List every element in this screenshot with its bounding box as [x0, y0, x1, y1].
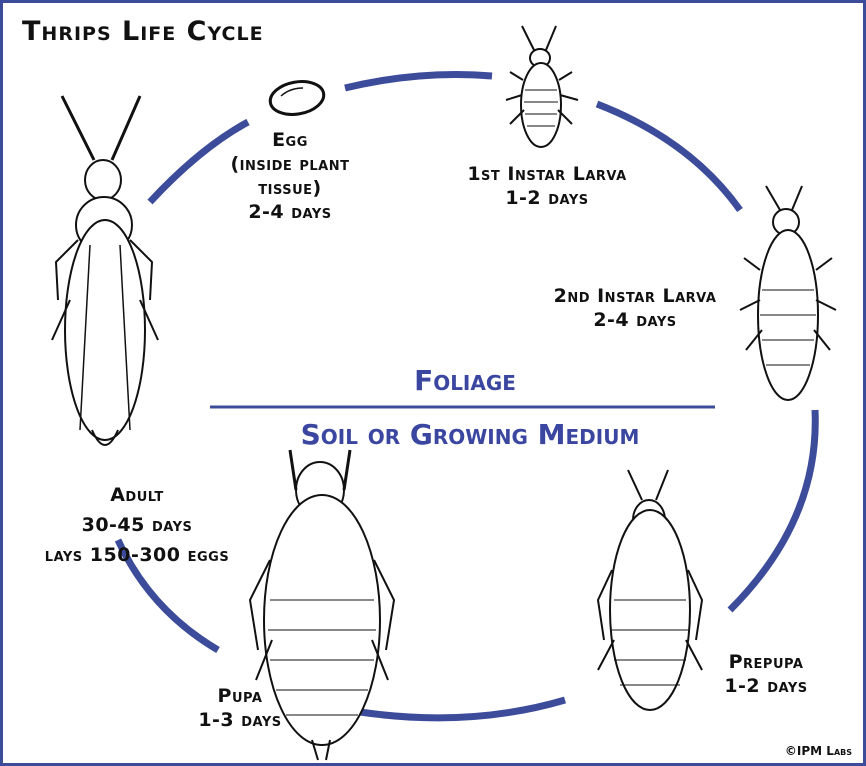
first-instar-label-line: 1st Instar Larva	[432, 162, 662, 186]
adult-egg-count: lays 150-300 eggs	[12, 540, 262, 570]
adult-stage-label: Adult 30-45 days lays 150-300 eggs	[12, 480, 262, 570]
soil-zone-label: Soil or Growing Medium	[240, 418, 700, 451]
egg-illustration	[268, 78, 327, 119]
second-instar-larva-illustration	[740, 186, 836, 400]
egg-label-line: tissue)	[205, 176, 375, 200]
egg-label-line: Egg	[205, 128, 375, 152]
prepupa-duration: 1-2 days	[706, 674, 826, 698]
pupa-stage-label: Pupa 1-3 days	[188, 684, 292, 732]
adult-label-line: Adult	[12, 480, 262, 510]
pupa-duration: 1-3 days	[188, 708, 292, 732]
prepupa-label-line: Prepupa	[706, 650, 826, 674]
cycle-arc-egg-to-first-instar	[345, 75, 492, 89]
prepupa-stage-label: Prepupa 1-2 days	[706, 650, 826, 698]
egg-stage-label: Egg (inside plant tissue) 2-4 days	[205, 128, 375, 224]
second-instar-duration: 2-4 days	[518, 308, 752, 332]
second-instar-label-line: 2nd Instar Larva	[518, 284, 752, 308]
cycle-arc-second-instar-to-prepupa	[730, 410, 815, 610]
second-instar-stage-label: 2nd Instar Larva 2-4 days	[518, 284, 752, 332]
adult-illustration	[52, 96, 158, 445]
diagram-title: Thrips Life Cycle	[22, 16, 264, 47]
ipm-labs-credit: ©IPM Labs	[785, 744, 852, 758]
first-instar-larva-illustration	[506, 26, 578, 147]
adult-duration: 30-45 days	[12, 510, 262, 540]
pupa-label-line: Pupa	[188, 684, 292, 708]
prepupa-illustration	[598, 470, 702, 710]
egg-duration: 2-4 days	[205, 200, 375, 224]
first-instar-duration: 1-2 days	[432, 186, 662, 210]
egg-label-line: (inside plant	[205, 152, 375, 176]
first-instar-stage-label: 1st Instar Larva 1-2 days	[432, 162, 662, 210]
foliage-zone-label: Foliage	[360, 364, 570, 397]
cycle-arc-prepupa-to-pupa	[360, 700, 565, 718]
